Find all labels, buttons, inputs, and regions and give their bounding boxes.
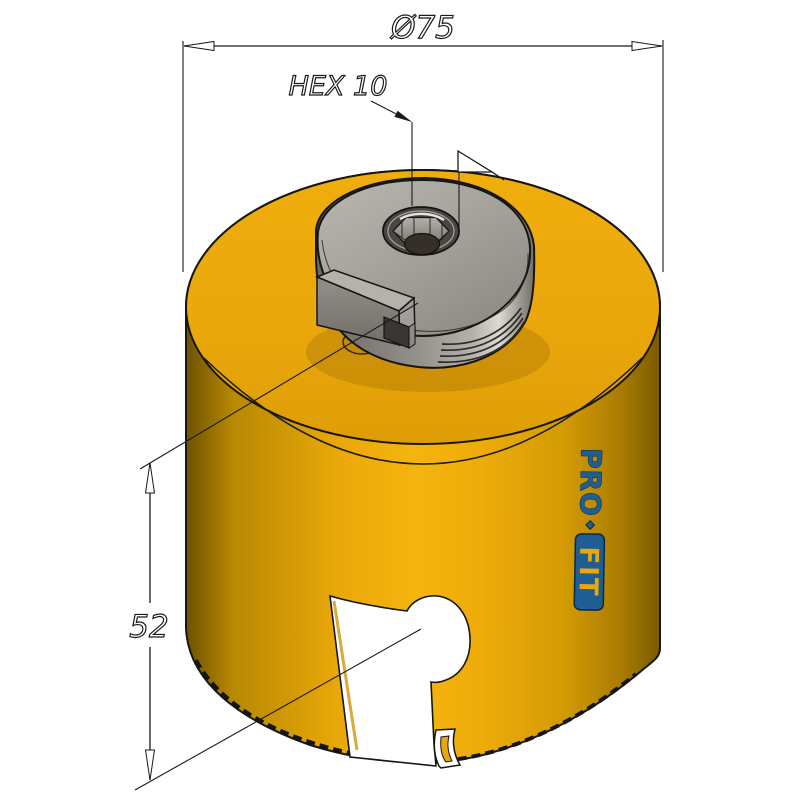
hex-highlight [399,212,445,222]
flag-arrow [457,149,495,173]
oblique-ext-line-bottom [134,628,422,791]
arrowhead-right [631,40,663,52]
cap-rim-edge [203,357,643,465]
arrowhead-left [183,40,215,52]
hub-ribbed-ring [437,307,525,364]
logo-fit-box [573,533,606,611]
through-hole [403,232,441,256]
arbor-hub [315,176,536,369]
profit-logo: PRO FIT [572,447,608,611]
hex-facets [392,217,450,241]
hex-callout: HEX 10 [288,70,413,206]
hex-label: HEX 10 [289,71,388,102]
oblique-ext-line-top [139,302,419,470]
block-slot-side [408,322,416,349]
direction-indicator [457,149,505,236]
logo-dot [585,520,596,530]
height-dimension: 52 [129,302,422,791]
diameter-dimension: Ø75 [182,9,664,272]
hex-socket [382,206,460,256]
arrowhead-down [144,749,156,781]
hub-side-block [315,269,416,349]
logo-fit-text: FIT [572,546,603,598]
ejector-slot-group [329,594,471,769]
height-label: 52 [129,609,168,645]
hex-leader-arrowhead [394,110,412,122]
slot-wall-thickness [332,600,359,751]
ejector-slot [329,594,471,767]
diameter-label: Ø75 [389,10,455,46]
logo-pro-text: PRO [573,448,607,517]
arrowhead-up [144,462,156,494]
flag-arrow-tail [491,171,505,181]
saw-tooth [440,735,453,763]
